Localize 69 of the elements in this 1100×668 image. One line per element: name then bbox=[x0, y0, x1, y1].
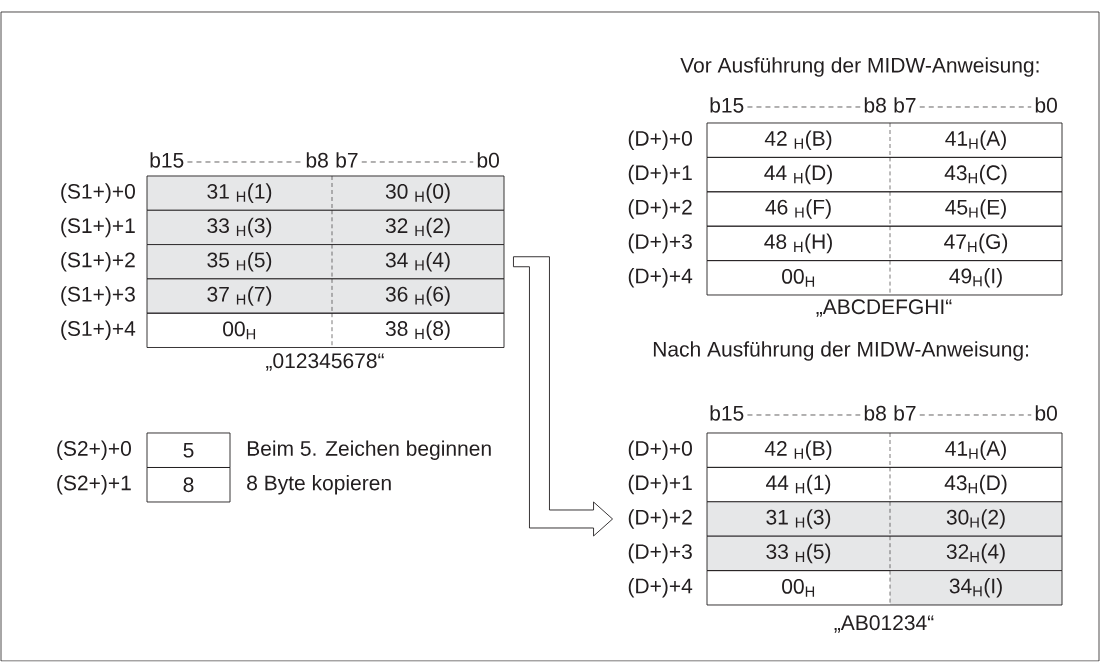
row-label: (S1+)+2 bbox=[61, 251, 135, 272]
row-label: (D+)+1 bbox=[628, 474, 692, 495]
bit-label: b8 bbox=[864, 97, 886, 113]
row-label: (D+)+0 bbox=[628, 440, 692, 460]
note: Beim 5. Zeichen beginnen bbox=[247, 440, 491, 461]
row-label: (D+)+4 bbox=[628, 268, 693, 288]
table-cell: 8 bbox=[183, 477, 194, 493]
table-cell: 5 bbox=[183, 442, 194, 458]
bit-label: b8 bbox=[864, 405, 886, 421]
table-cell: 35 $_{H}$(5) bbox=[147, 244, 332, 279]
table-cell: 34 $_{H}$(4) bbox=[332, 244, 504, 279]
caption: „ABCDEFGHI“ bbox=[816, 299, 952, 317]
table-cell: 31 $_{H}$(1) bbox=[147, 176, 332, 211]
row-label: (S2+)+0 bbox=[57, 440, 131, 460]
table-cell: 44 $_{H}$(D) bbox=[764, 164, 832, 185]
bit-label: b7 bbox=[894, 97, 916, 113]
row-label: (S1+)+1 bbox=[61, 217, 135, 238]
row-label: (D+)+3 bbox=[628, 543, 692, 564]
bit-label: b15 bbox=[710, 405, 744, 421]
table-cell: 45$_{H}$(E) bbox=[945, 199, 1006, 219]
row-label: (S2+)+1 bbox=[57, 474, 131, 495]
heading: Nach Ausführung der MIDW-Anweisung: bbox=[653, 341, 1029, 361]
table-cell: 48 $_{H}$(H) bbox=[764, 233, 832, 254]
note: 8 Byte kopieren bbox=[247, 474, 391, 495]
table-cell: 33 $_{H}$(3) bbox=[147, 210, 332, 245]
table-cell: 47$_{H}$(G) bbox=[944, 233, 1008, 254]
table-cell: 31 $_{H}$(3) bbox=[707, 501, 890, 537]
table-cell: 41$_{H}$(A) bbox=[945, 440, 1006, 460]
row-label: (D+)+2 bbox=[628, 199, 692, 219]
table-cell: 32$_{H}$(4) bbox=[890, 536, 1062, 571]
heading: Vor Ausführung der MIDW-Anweisung: bbox=[680, 57, 1039, 77]
bit-label: b7 bbox=[894, 405, 916, 421]
row-label: (D+)+1 bbox=[628, 164, 692, 185]
table-cell: 49$_{H}$(I) bbox=[949, 268, 1002, 288]
table-cell: 00$_{H}$ bbox=[782, 268, 815, 287]
bit-label: b15 bbox=[710, 97, 744, 113]
row-label: (S1+)+3 bbox=[61, 286, 135, 306]
table-cell: 00$_{H}$ bbox=[782, 578, 815, 597]
block-arrow bbox=[513, 256, 613, 537]
table-cell: 44 $_{H}$(1) bbox=[766, 474, 831, 495]
row-label: (S1+)+4 bbox=[61, 320, 136, 341]
table-cell: 42 $_{H}$(B) bbox=[764, 130, 832, 150]
bit-label: b0 bbox=[477, 152, 499, 168]
table-cell: 41$_{H}$(A) bbox=[945, 130, 1006, 150]
row-label: (D+)+0 bbox=[628, 130, 692, 150]
bit-label: b0 bbox=[1035, 97, 1057, 113]
bit-label: b15 bbox=[150, 152, 184, 168]
table-cell: 42 $_{H}$(B) bbox=[764, 440, 832, 460]
row-label: (D+)+4 bbox=[628, 578, 693, 598]
bit-label: b0 bbox=[1035, 405, 1057, 421]
table-cell: 30 $_{H}$(0) bbox=[332, 176, 504, 211]
table-cell: 38 $_{H}$(8) bbox=[385, 320, 450, 341]
bit-label: b8 bbox=[306, 152, 328, 168]
bit-label: b7 bbox=[336, 152, 358, 168]
caption: „AB01234“ bbox=[834, 615, 934, 633]
row-label: (D+)+3 bbox=[628, 233, 692, 254]
caption: „012345678“ bbox=[266, 353, 384, 371]
table-cell: 33 $_{H}$(5) bbox=[707, 536, 890, 571]
row-label: (S1+)+0 bbox=[61, 183, 135, 203]
table-cell: 43$_{H}$(D) bbox=[944, 474, 1007, 495]
table-cell: 43$_{H}$(C) bbox=[944, 164, 1007, 185]
table-cell: 30$_{H}$(2) bbox=[890, 501, 1062, 537]
row-label: (D+)+2 bbox=[628, 509, 692, 529]
table-cell: 46 $_{H}$(F) bbox=[765, 199, 831, 219]
table-cell: 32 $_{H}$(2) bbox=[332, 210, 504, 245]
table-cell: 36 $_{H}$(6) bbox=[332, 278, 504, 314]
table-cell: 00$_{H}$ bbox=[223, 321, 256, 340]
table-cell: 34$_{H}$(I) bbox=[890, 570, 1062, 605]
table-cell: 37 $_{H}$(7) bbox=[147, 278, 332, 314]
